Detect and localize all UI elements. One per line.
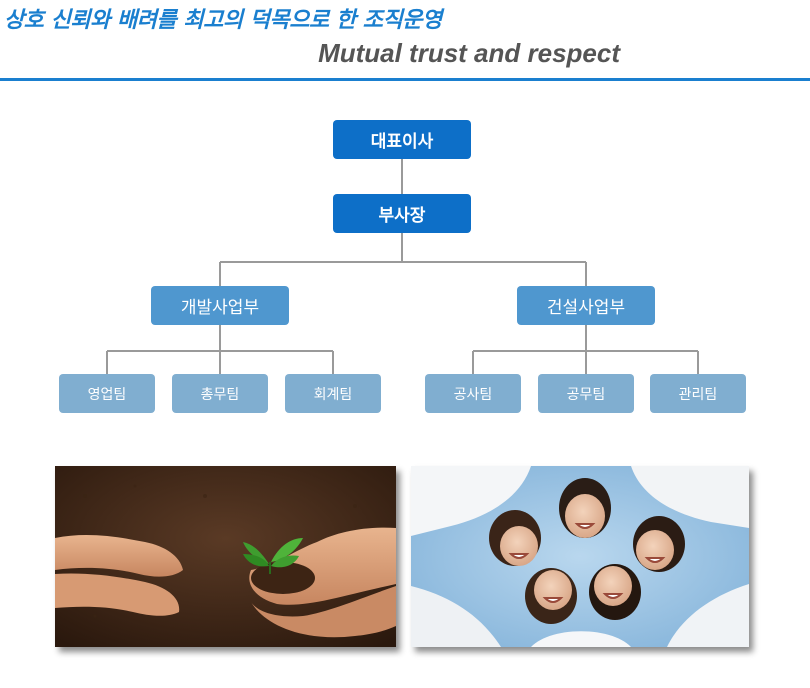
org-node-team: 회계팀 — [285, 374, 381, 413]
org-node-team: 총무팀 — [172, 374, 268, 413]
org-node-division-construction: 건설사업부 — [517, 286, 655, 325]
org-node-team: 공무팀 — [538, 374, 634, 413]
org-node-division-development: 개발사업부 — [151, 286, 289, 325]
page-title: 상호 신뢰와 배려를 최고의 덕목으로 한 조직운영 — [4, 8, 442, 33]
photo-hands-seedling — [55, 466, 396, 647]
org-node-ceo: 대표이사 — [333, 120, 471, 159]
org-node-team: 관리팀 — [650, 374, 746, 413]
photo-group-circle — [411, 466, 749, 647]
page-subtitle: Mutual trust and respect — [318, 38, 620, 68]
org-node-team: 공사팀 — [425, 374, 521, 413]
header-divider — [0, 78, 810, 81]
org-node-team: 영업팀 — [59, 374, 155, 413]
org-node-vp: 부사장 — [333, 194, 471, 233]
